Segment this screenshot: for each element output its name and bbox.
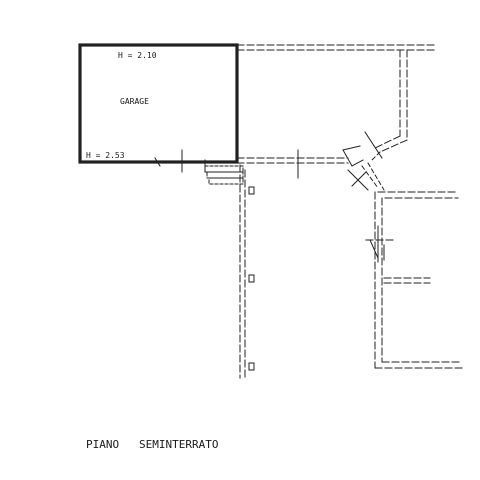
garage-walls — [78, 43, 239, 164]
stair-steps — [204, 165, 244, 185]
corner-door-symbols — [342, 131, 385, 191]
plan-caption: PIANO SEMINTERRATO — [86, 438, 218, 451]
room-label-garage: GARAGE — [120, 97, 149, 106]
garage-door-marks — [149, 149, 183, 173]
height-label-lower: H = 2.53 — [86, 151, 125, 160]
dashed-outline-lower — [365, 191, 463, 369]
dashed-vertical-lines — [239, 164, 246, 379]
dashed-outline-upper — [236, 44, 438, 164]
pillar-markers — [248, 186, 255, 371]
height-label-upper: H = 2.10 — [118, 51, 157, 60]
lower-zone-ticks — [369, 225, 385, 263]
